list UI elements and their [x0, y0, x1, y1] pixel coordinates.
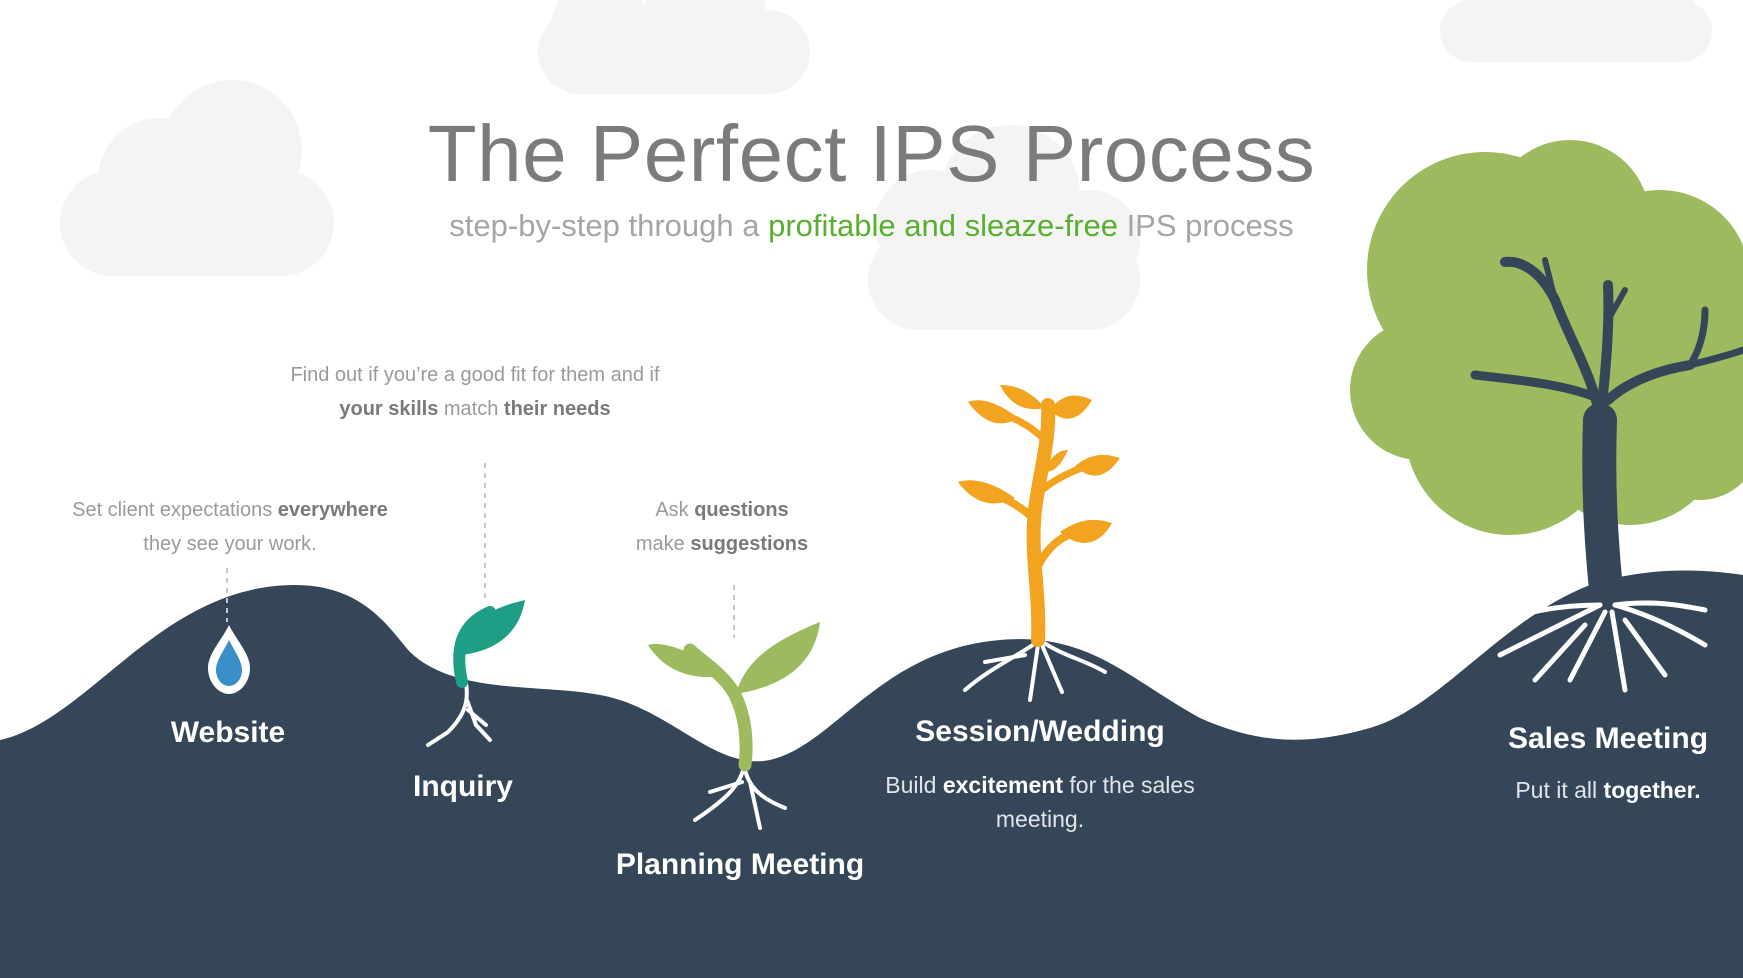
- planning-note-emphasis-1: questions: [694, 499, 789, 521]
- clouds: [60, 0, 1712, 330]
- sales-desc-text: Put it all: [1515, 777, 1598, 803]
- sales-meeting-description: Put it all together.: [1473, 773, 1743, 807]
- session-wedding-description-line-1: Build excitement for the sales: [860, 768, 1220, 802]
- stage-label-session-wedding: Session/Wedding: [915, 715, 1165, 748]
- cloud-top-center: [538, 0, 810, 94]
- website-note-line-2: they see your work.: [143, 533, 317, 555]
- planning-note-text-1: Ask: [655, 499, 689, 521]
- tree-canopy: [1350, 140, 1743, 535]
- inquiry-note-line-2: your skills match their needs: [255, 392, 695, 426]
- website-note: Set client expectations everywhere they …: [40, 493, 420, 561]
- stage-label-website: Website: [170, 716, 286, 749]
- subtitle-highlight: profitable and sleaze-free: [768, 208, 1118, 243]
- session-desc-emphasis: excitement: [942, 772, 1064, 798]
- session-wedding-description-line-2: meeting.: [995, 806, 1085, 832]
- page-title: The Perfect IPS Process: [427, 109, 1316, 198]
- inquiry-note-text: match: [443, 398, 499, 420]
- sprout-icon: [426, 600, 525, 747]
- session-desc-text-pre: Build: [885, 772, 937, 798]
- ground-hills: [0, 570, 1743, 978]
- guide-lines: [226, 463, 735, 638]
- tree-trunk-icon: [1470, 256, 1743, 693]
- inquiry-note-emphasis-skills: your skills: [339, 398, 439, 420]
- subtitle-text-after: IPS process: [1126, 208, 1294, 243]
- website-note-emphasis: everywhere: [277, 499, 388, 521]
- inquiry-note-emphasis-needs: their needs: [503, 398, 611, 420]
- stage-label-inquiry: Inquiry: [412, 770, 513, 803]
- planning-note-text-2: make: [635, 533, 685, 555]
- cloud-left: [60, 80, 334, 276]
- seedling-icon: [648, 622, 820, 830]
- planning-note-emphasis-2: suggestions: [690, 533, 809, 555]
- inquiry-note-line-1: Find out if you’re a good fit for them a…: [290, 364, 660, 386]
- session-wedding-description: Build excitement for the sales meeting.: [860, 768, 1220, 836]
- planning-note-line-1: Ask questions: [580, 493, 864, 527]
- sales-desc-emphasis: together.: [1603, 777, 1701, 803]
- page-subtitle: step-by-step through a profitable and sl…: [0, 208, 1743, 244]
- session-desc-text-post: for the sales: [1069, 772, 1195, 798]
- planning-note-line-2: make suggestions: [580, 527, 864, 561]
- website-note-line-1: Set client expectations everywhere: [40, 493, 420, 527]
- website-note-text: Set client expectations: [72, 499, 273, 521]
- planning-note: Ask questions make suggestions: [580, 493, 864, 561]
- cloud-top-right: [1440, 0, 1712, 62]
- cloud-center: [868, 125, 1140, 330]
- orange-plant-icon: [958, 385, 1120, 702]
- inquiry-note: Find out if you’re a good fit for them a…: [255, 358, 695, 426]
- stage-label-planning-meeting: Planning Meeting: [615, 848, 865, 881]
- stage-label-sales-meeting: Sales Meeting: [1507, 722, 1709, 755]
- water-drop-icon: [208, 625, 250, 694]
- subtitle-text-before: step-by-step through a: [449, 208, 760, 243]
